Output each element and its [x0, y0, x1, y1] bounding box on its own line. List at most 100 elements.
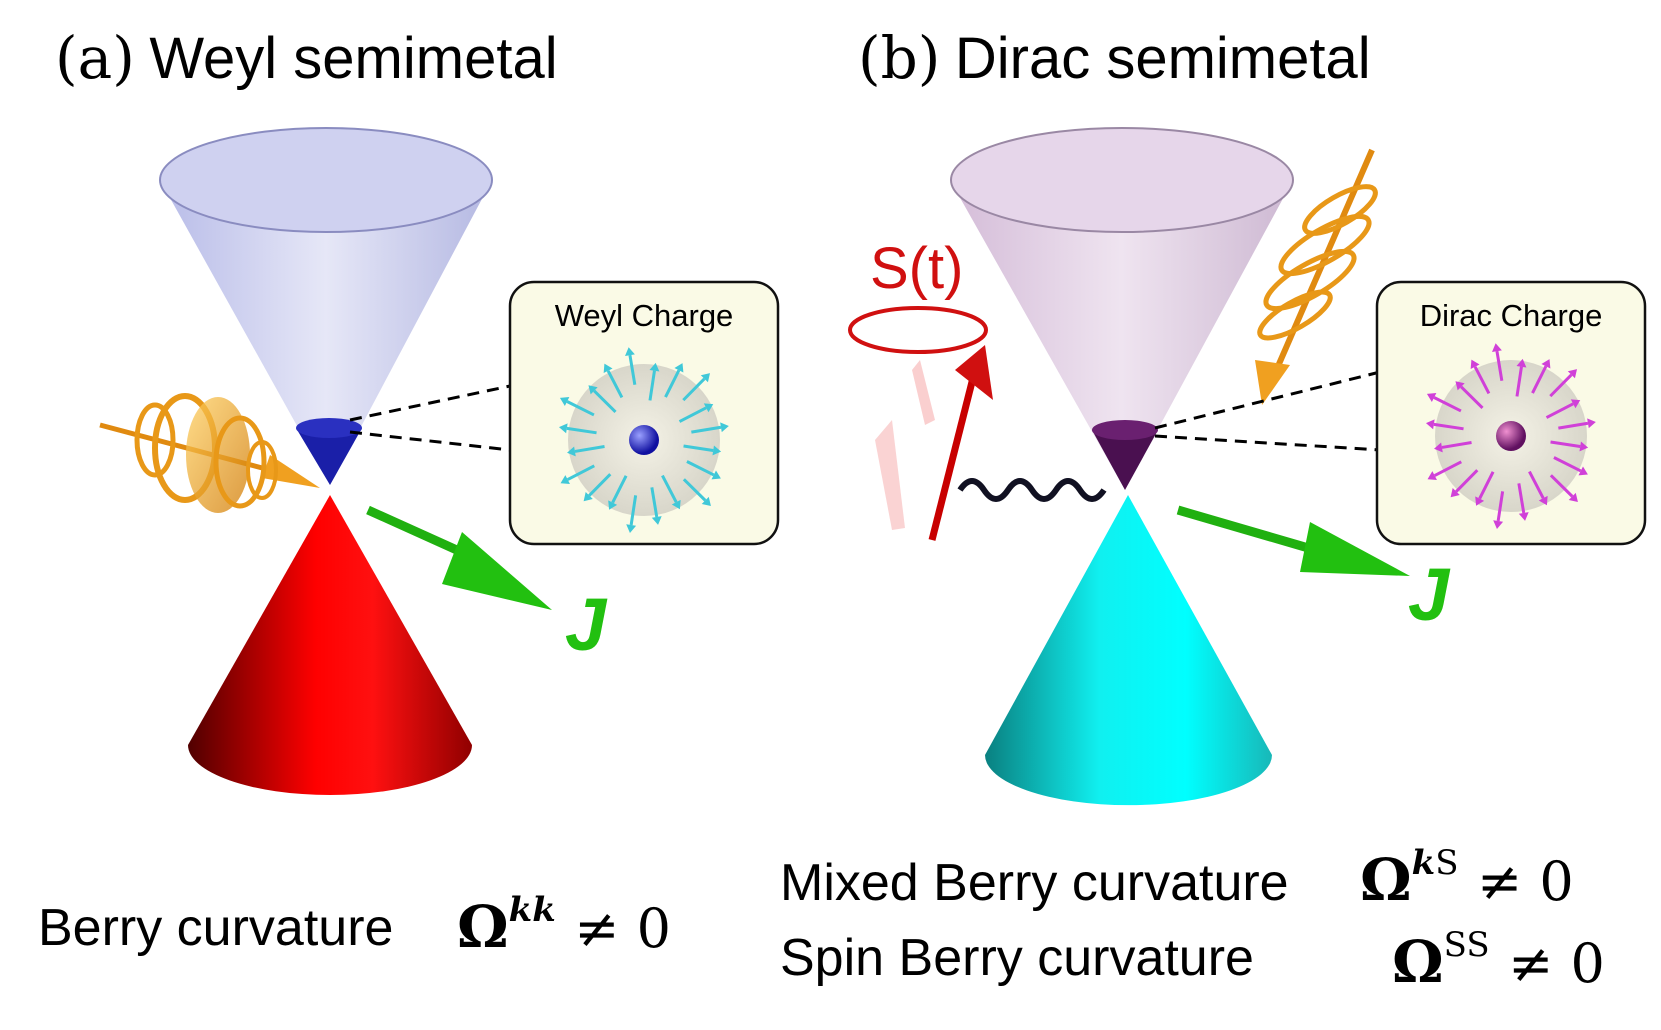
panel-a-title: (a) Weyl semimetal	[55, 24, 558, 92]
charge-arrow-head	[649, 362, 660, 372]
charge-arrow-head	[603, 363, 613, 374]
charge-arrow-head	[1578, 466, 1588, 476]
charge-arrow-head	[1475, 496, 1485, 506]
dirac-charge-label: Dirac Charge	[1420, 298, 1603, 333]
charge-arrow-shaft	[1549, 373, 1573, 398]
charge-arrow-shaft	[682, 478, 707, 502]
dirac-node-cone	[1092, 430, 1158, 490]
dirac-node-top	[1092, 420, 1158, 440]
charge-arrow-head	[625, 347, 635, 356]
current-arrow-a	[366, 505, 552, 610]
charge-arrow-shaft	[1558, 421, 1589, 430]
charge-arrow-head	[1427, 471, 1437, 481]
omega-b1-superscript-k: k	[1411, 843, 1436, 883]
charge-arrow-shaft	[1455, 469, 1479, 493]
weyl-charge-inset: Weyl Charge	[508, 280, 780, 546]
charge-arrow-shaft	[628, 354, 637, 385]
charge-arrow-head	[608, 500, 618, 510]
charge-arrow-head	[1538, 495, 1548, 506]
current-arrow-b	[1176, 505, 1410, 576]
charge-arrow-shaft	[1473, 366, 1491, 395]
charge-arrow-shaft	[683, 444, 714, 452]
charge-arrow-shaft	[1553, 456, 1582, 473]
lower-cone-a	[188, 495, 472, 795]
charge-arrow-shaft	[1433, 396, 1462, 413]
charge-arrow-head	[588, 385, 598, 395]
omega-a-superscript: kk	[508, 890, 556, 930]
charge-arrow-head	[671, 499, 681, 510]
weyl-node-cone	[296, 428, 362, 485]
omega-b2-superscript: SS	[1443, 925, 1490, 965]
current-label-a: J	[565, 583, 608, 666]
charge-arrow-shaft	[574, 445, 605, 453]
charge-arrow-shaft	[606, 370, 624, 399]
panel-a-cones	[159, 127, 493, 795]
panel-b-cones	[950, 127, 1294, 806]
charge-arrow-head	[1518, 512, 1529, 521]
omega-symbol-b1: Ω	[1360, 846, 1412, 914]
charge-arrow-head	[674, 363, 684, 373]
charge-arrow-shaft	[648, 370, 656, 401]
neq-a: ≠ 0	[574, 897, 671, 960]
charge-arrow-head	[1425, 419, 1435, 430]
weyl-charge-label: Weyl Charge	[555, 298, 734, 333]
current-label-b: J	[1408, 553, 1451, 636]
charge-arrow-head	[558, 423, 568, 434]
omega-kk: Ωkk ≠ 0	[457, 890, 671, 961]
dirac-charge-sphere	[1496, 421, 1526, 451]
charge-arrow-head	[1493, 520, 1504, 529]
charge-arrow-shaft	[629, 495, 638, 526]
omega-ks: ΩkS ≠ 0	[1360, 843, 1574, 914]
charge-arrow-head	[1426, 393, 1437, 402]
charge-arrow-head	[1492, 343, 1502, 352]
omega-symbol-b2: Ω	[1392, 928, 1444, 996]
charge-arrow-shaft	[1495, 350, 1504, 381]
charge-arrow-shaft	[678, 406, 707, 423]
dirac-charge-inset: Dirac Charge	[1375, 280, 1647, 546]
charge-arrow-shaft	[691, 425, 722, 434]
charge-arrow-head	[567, 446, 576, 457]
charge-arrow-shaft	[1433, 422, 1464, 431]
charge-arrow-head	[1470, 359, 1480, 370]
charge-arrow-head	[700, 373, 710, 383]
charge-arrow-shaft	[1549, 474, 1574, 498]
charge-arrow-head	[720, 422, 729, 433]
omega-symbol-a: Ω	[457, 893, 509, 961]
charge-arrow-shaft	[1545, 402, 1574, 419]
charge-arrow-head	[559, 397, 570, 406]
charge-arrow-head	[1516, 358, 1527, 368]
upper-cone-a	[160, 180, 492, 485]
spin-label: S(t)	[870, 236, 963, 301]
weyl-charge-sphere	[629, 425, 659, 455]
panel-a-label: (a)	[55, 24, 135, 92]
charge-arrow-shaft	[661, 474, 678, 503]
charge-arrow-shaft	[593, 389, 617, 413]
charge-arrow-shaft	[664, 369, 681, 398]
charge-arrow-head	[560, 475, 570, 485]
charge-arrow-shaft	[686, 460, 715, 477]
caption-a: Berry curvature	[38, 899, 394, 957]
caption-b-1: Mixed Berry curvature	[780, 854, 1289, 912]
charge-arrow-shaft	[1478, 471, 1495, 500]
lower-cone-b	[985, 495, 1272, 806]
charge-arrow-head	[626, 524, 637, 533]
charge-arrow-shaft	[1531, 365, 1548, 394]
charge-arrow-shaft	[1517, 483, 1526, 514]
charge-arrow-head	[1567, 369, 1577, 379]
dash-line-a-1	[349, 384, 511, 422]
panel-b-title: (b) Dirac semimetal	[858, 24, 1371, 92]
panel-a-title-text: Weyl semimetal	[149, 26, 558, 91]
spin-precession	[848, 306, 993, 541]
charge-arrow-head	[1434, 442, 1443, 453]
charge-arrow-shaft	[1528, 470, 1545, 499]
upper-cone-a-rim	[159, 127, 493, 233]
charge-arrow-head	[1570, 399, 1581, 409]
dash-line-b-2	[1154, 434, 1381, 452]
charge-arrow-shaft	[1433, 460, 1462, 477]
charge-arrow-head	[651, 516, 662, 525]
charge-arrow-shaft	[682, 377, 706, 402]
panel-b-title-text: Dirac semimetal	[954, 26, 1371, 91]
charge-arrow-head	[1579, 441, 1589, 452]
